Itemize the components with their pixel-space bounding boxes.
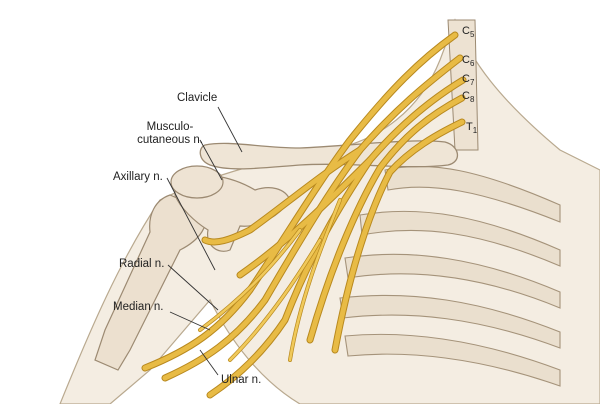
label-clavicle: Clavicle: [177, 92, 218, 104]
rib-cage: [339, 165, 561, 387]
label-t1: T1: [466, 121, 477, 135]
humeral-head: [170, 165, 224, 199]
torso-silhouette: [59, 18, 600, 404]
label-musculocutaneous-line2: cutaneous n.: [137, 134, 203, 146]
c5-letter: C: [462, 25, 470, 37]
t1-number: 1: [472, 126, 478, 135]
label-leader-lines: [166, 106, 243, 376]
label-musculocutaneous: Musculo- cutaneous n.: [130, 121, 210, 147]
c7-number: 7: [469, 78, 475, 87]
label-c8: C8: [462, 90, 474, 104]
label-c6: C6: [462, 54, 474, 68]
label-radial-nerve: Radial n.: [119, 258, 165, 270]
label-ulnar-nerve: Ulnar n.: [221, 374, 262, 386]
t1-letter: T: [466, 121, 473, 133]
label-musculocutaneous-line1: Musculo-: [146, 121, 194, 133]
c6-number: 6: [469, 59, 475, 68]
c8-letter: C: [462, 90, 470, 102]
label-c5: C5: [462, 25, 474, 39]
brachial-plexus-nerves: [141, 31, 467, 399]
c7-letter: C: [462, 73, 470, 85]
c5-number: 5: [469, 30, 475, 39]
label-median-nerve: Median n.: [113, 301, 164, 313]
label-axillary-nerve: Axillary n.: [113, 171, 163, 183]
c6-letter: C: [462, 54, 470, 66]
label-c7: C7: [462, 73, 474, 87]
c8-number: 8: [469, 95, 475, 104]
